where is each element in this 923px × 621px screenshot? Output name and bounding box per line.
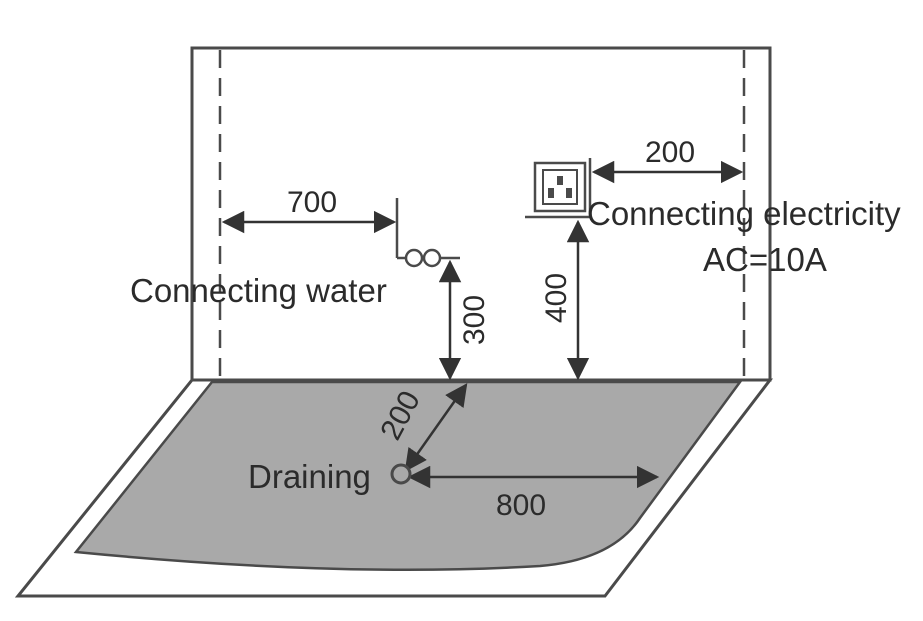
dim-700-label: 700 <box>287 186 337 219</box>
water-valve-icon <box>404 248 424 268</box>
draining-label: Draining <box>248 458 371 495</box>
electricity-label: Connecting electricity <box>587 195 901 232</box>
water-label: Connecting water <box>130 272 387 309</box>
dim-800-label: 800 <box>496 489 546 522</box>
dim-400-label: 400 <box>540 273 573 323</box>
dim-300-label: 300 <box>458 295 491 345</box>
socket-pin-top <box>557 176 563 185</box>
socket-pin-right <box>566 188 572 198</box>
current-label: AC=10A <box>703 241 827 278</box>
socket-inner <box>542 169 578 205</box>
drain-icon <box>390 463 412 485</box>
dim-200-top-label: 200 <box>645 136 695 169</box>
socket-pin-left <box>548 188 554 198</box>
water-valve-icon-2 <box>422 248 442 268</box>
dim-200-diag-arrow <box>404 383 468 472</box>
